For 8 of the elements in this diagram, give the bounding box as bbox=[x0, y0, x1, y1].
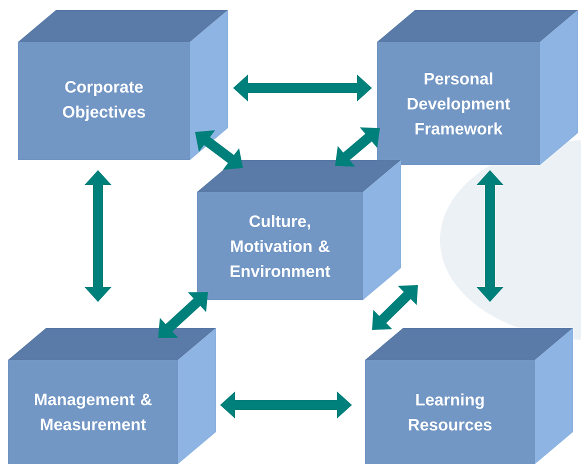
cube-box: Corporate Objectives bbox=[18, 10, 228, 160]
cube-box: Learning Resources bbox=[365, 328, 573, 464]
double-arrow bbox=[158, 292, 208, 338]
cube-box: Culture, Motivation & Environment bbox=[197, 160, 401, 300]
double-arrow bbox=[372, 285, 418, 330]
cube-box: Management & Measurement bbox=[8, 328, 216, 464]
cube-box: Personal Development Framework bbox=[377, 10, 578, 165]
double-arrow bbox=[335, 127, 380, 167]
